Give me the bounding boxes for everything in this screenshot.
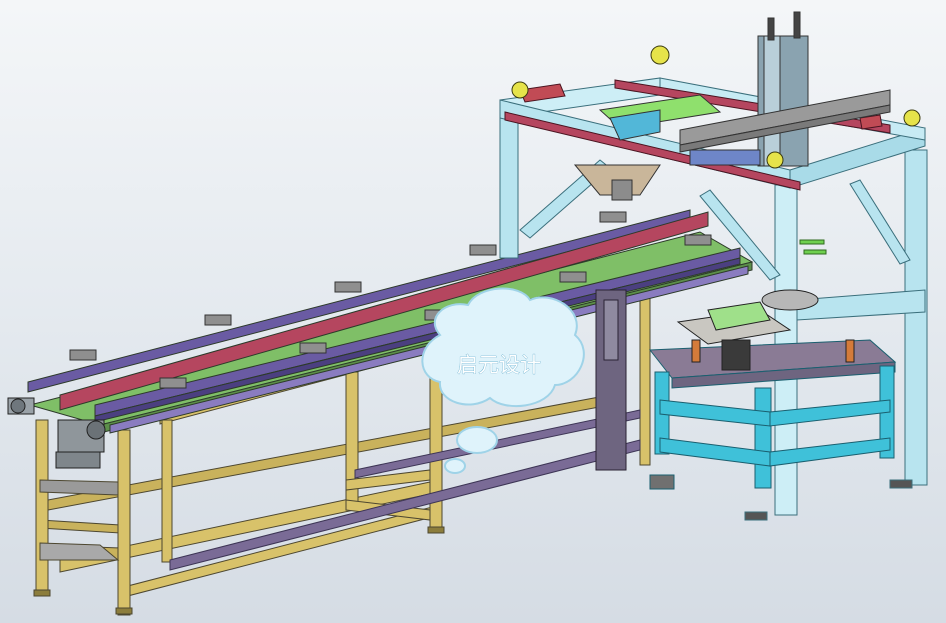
cloud-bubble-large [456, 426, 498, 454]
corner-rollers [511, 45, 921, 169]
turntable [676, 289, 855, 371]
work-table [649, 339, 897, 490]
vertical-axis [757, 11, 809, 167]
watermark-cloud: 启元设计 [421, 287, 585, 474]
cloud-shape [421, 287, 585, 408]
green-handles [799, 239, 827, 255]
hopper [573, 94, 722, 201]
watermark-text: 启元设计 [457, 353, 541, 377]
drive-motor [7, 397, 106, 469]
cloud-bubble-small [444, 458, 466, 474]
conveyor-tie-beams [169, 409, 641, 571]
gantry-crossbeam [679, 89, 891, 166]
side-post [595, 289, 627, 471]
